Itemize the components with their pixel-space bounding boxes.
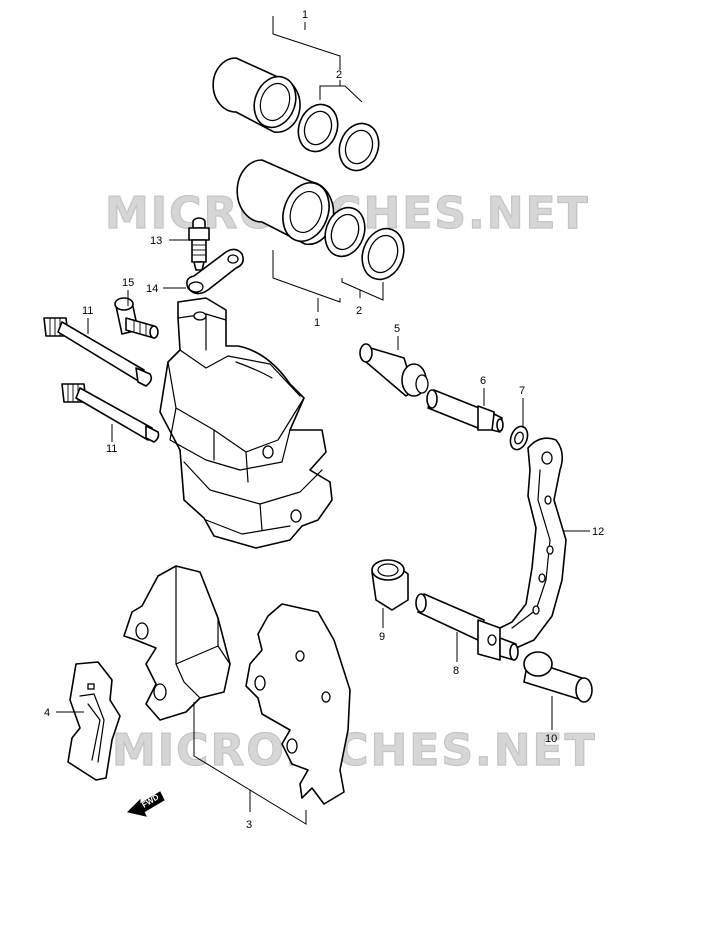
callout-2-top: 2 (336, 69, 342, 81)
boot-9[interactable] (371, 559, 409, 611)
bracket-2-top (319, 85, 363, 103)
brake-pad-left[interactable] (123, 565, 231, 721)
callout-5: 5 (394, 323, 400, 335)
callout-11-upper: 11 (82, 305, 93, 317)
callout-13: 13 (150, 235, 162, 247)
callout-11-lower: 11 (106, 443, 117, 455)
seal-ring-upper-1[interactable] (292, 99, 344, 157)
callout-10: 10 (545, 733, 557, 745)
callout-3: 3 (246, 819, 252, 831)
bracket-1-top (272, 16, 341, 70)
pin-10[interactable] (523, 651, 593, 703)
pin-11-upper[interactable] (43, 317, 153, 387)
boot-5[interactable] (359, 343, 429, 397)
slide-pin-8[interactable] (415, 593, 519, 661)
brake-pad-right[interactable] (245, 603, 351, 805)
screw-15[interactable] (114, 297, 159, 339)
callout-15: 15 (122, 277, 134, 289)
washer-7[interactable] (507, 424, 530, 452)
bleeder-screw[interactable] (188, 217, 210, 271)
bracket-2-bottom (341, 278, 384, 301)
watermark-lower: MICROFICHES.NET (112, 725, 597, 776)
slide-pin-6[interactable] (426, 389, 504, 433)
piston-lower[interactable] (236, 159, 337, 248)
bracket-12[interactable] (495, 437, 567, 653)
callout-12: 12 (592, 526, 604, 538)
callout-2-bottom: 2 (356, 305, 362, 317)
seal-ring-upper-2[interactable] (333, 118, 385, 176)
callout-6: 6 (480, 375, 486, 387)
callout-1-top: 1 (302, 9, 308, 21)
bleeder-cap[interactable] (186, 248, 244, 295)
fwd-arrow-icon: FWD (127, 791, 165, 817)
callout-8: 8 (453, 665, 459, 677)
callout-7: 7 (519, 385, 525, 397)
pin-11-lower[interactable] (61, 383, 160, 443)
seal-ring-lower-1[interactable] (319, 202, 372, 262)
callout-4: 4 (44, 707, 50, 719)
callout-9: 9 (379, 631, 385, 643)
caliper-body[interactable] (159, 297, 333, 549)
pad-spring-4[interactable] (67, 661, 121, 781)
seal-ring-lower-2[interactable] (355, 223, 410, 286)
callout-1-bottom: 1 (314, 317, 320, 329)
bracket-1-bottom (272, 250, 341, 303)
callout-14: 14 (146, 283, 158, 295)
piston-upper[interactable] (212, 57, 303, 134)
